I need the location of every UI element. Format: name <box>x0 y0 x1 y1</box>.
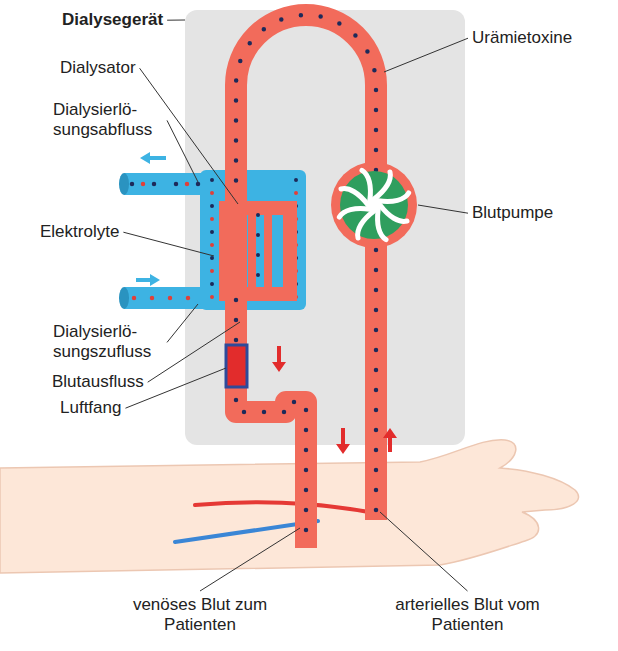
pump-hub <box>368 199 380 211</box>
part-label: Elektrolyte <box>40 222 119 242</box>
leader-line <box>384 38 468 72</box>
leader-line <box>167 20 185 21</box>
toxin-dots <box>236 15 376 540</box>
electrolyte-dots <box>212 193 296 300</box>
flow-arrow <box>383 428 397 452</box>
tube-end <box>119 287 129 309</box>
electrolyte-dots <box>143 182 205 187</box>
leader-line <box>200 528 300 591</box>
pump-blade <box>358 211 374 238</box>
leader-line <box>167 120 198 182</box>
flow-arrow <box>336 428 350 454</box>
leader-line <box>148 322 240 382</box>
pump-blade <box>380 205 407 221</box>
pump-blades <box>339 170 409 240</box>
pump-blade <box>341 189 368 205</box>
leader-line <box>123 232 214 256</box>
electrolyte-dots <box>134 296 205 301</box>
tube-end <box>119 173 129 195</box>
leader-line <box>380 512 468 591</box>
part-label: Luftfang <box>60 398 121 418</box>
part-label: Dialysator <box>60 58 136 78</box>
part-label: arterielles Blut vom Patienten <box>380 595 555 636</box>
flow-arrow <box>272 346 286 372</box>
device-title: Dialysegerät <box>62 10 163 30</box>
pump-blade <box>351 170 382 201</box>
forearm <box>0 440 579 573</box>
flow-arrow <box>136 274 160 286</box>
part-label: Urämietoxine <box>472 28 572 48</box>
blood-pump-rotor <box>340 171 408 239</box>
dialysate-outflow-tube <box>124 173 210 195</box>
part-label: Dialysierlö- sungsabfluss <box>53 100 163 141</box>
dialyzer-housing <box>200 170 306 310</box>
pump-housing <box>331 162 417 248</box>
dialyzer-membrane <box>226 208 290 294</box>
air-trap <box>226 345 247 387</box>
leader-line <box>167 304 198 342</box>
part-label: venöses Blut zum Patienten <box>110 595 290 636</box>
toxin-dots <box>256 215 260 290</box>
part-label: Blutpumpe <box>472 203 553 223</box>
dialyzer-fiber <box>248 208 256 294</box>
toxin-dots <box>132 182 205 187</box>
dialyzer-fiber <box>264 208 272 294</box>
leader-line <box>140 68 238 204</box>
part-label: Blutausfluss <box>52 372 144 392</box>
part-label: Dialysierlö- sungszufluss <box>53 322 163 363</box>
blood-tube <box>236 15 376 548</box>
toxin-dots <box>212 180 296 300</box>
pump-blade <box>374 172 390 199</box>
flow-arrow <box>140 152 166 164</box>
leader-line <box>418 205 468 213</box>
artery <box>195 502 385 515</box>
